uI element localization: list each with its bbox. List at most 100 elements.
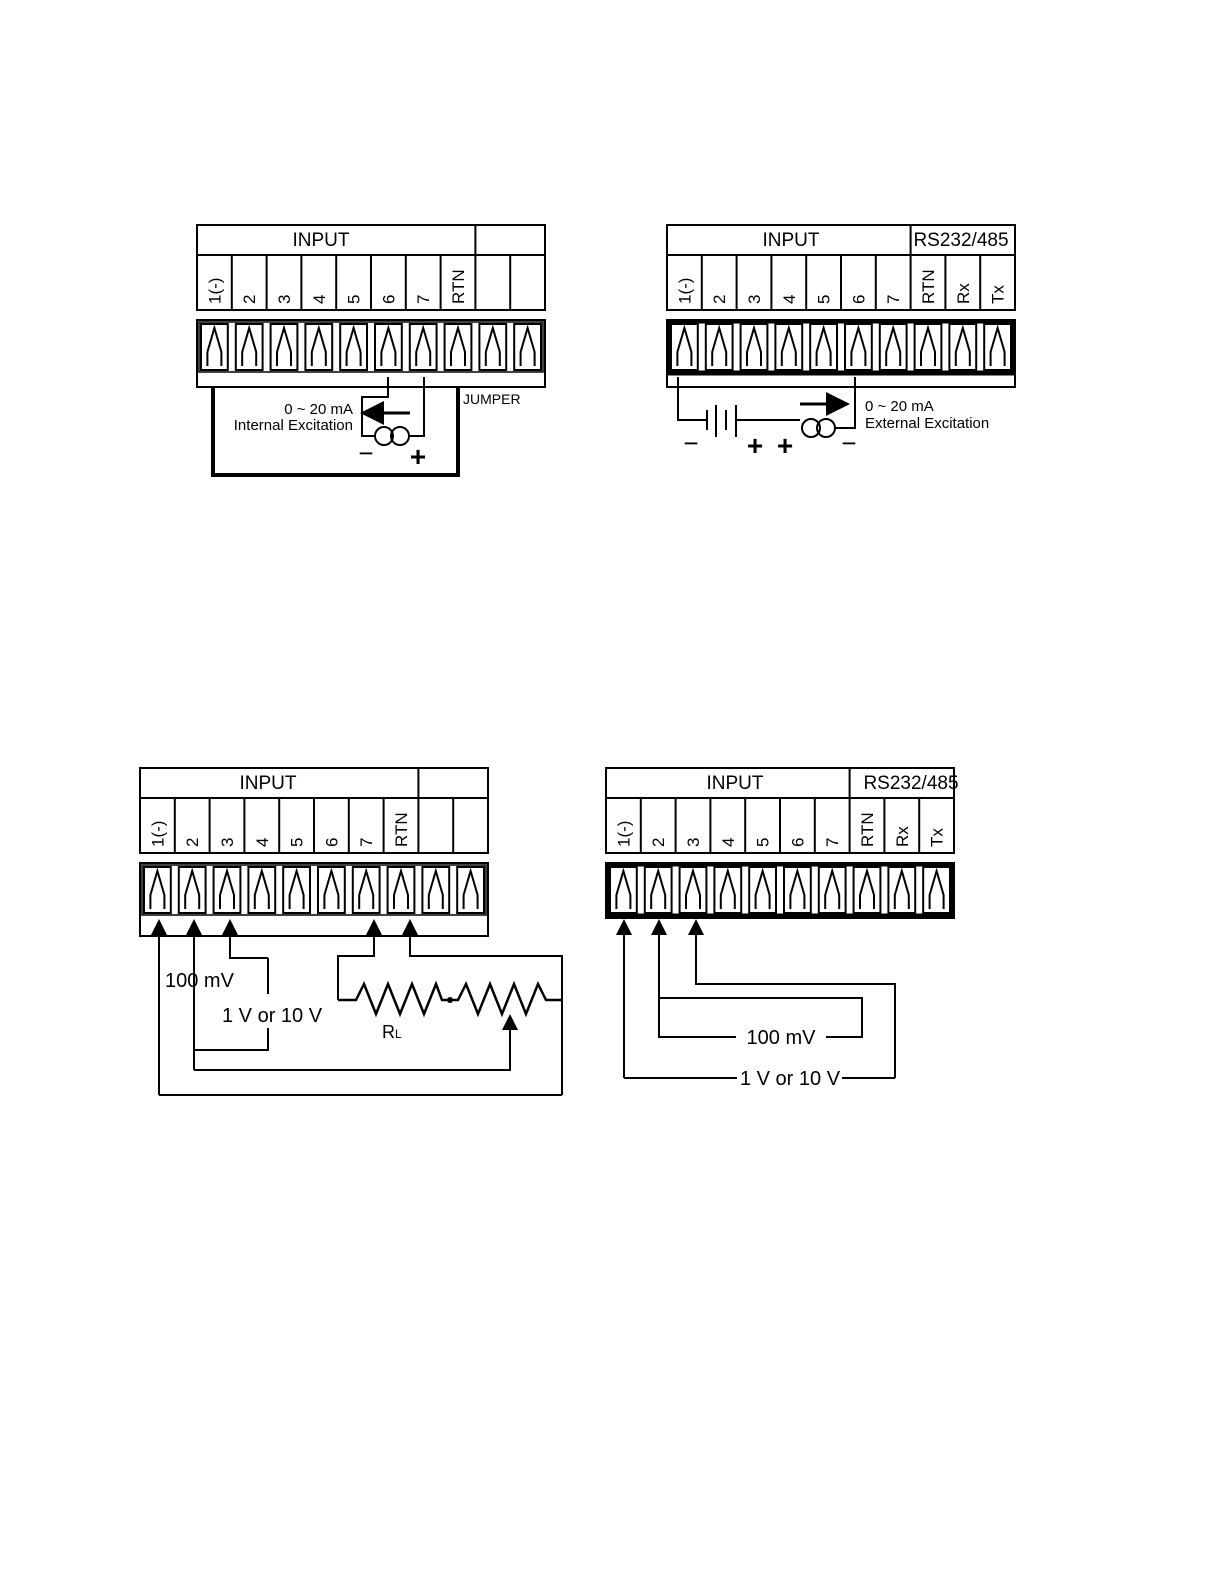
- plus-sign: +: [410, 441, 426, 472]
- wire-terminal-7: [408, 377, 424, 436]
- terminal-label: 6: [849, 295, 868, 304]
- screw-clamp-icon: [860, 871, 874, 909]
- screw-clamp-icon: [464, 871, 478, 909]
- terminal-label: 1(-): [614, 821, 633, 847]
- screw-clamp-icon: [930, 871, 944, 909]
- source-minus-sign: −: [841, 428, 856, 458]
- terminal-label: Tx: [989, 285, 1008, 304]
- screw-clamp-icon: [686, 871, 700, 909]
- terminal-label: 5: [815, 295, 834, 304]
- screw-clamp-icon: [782, 328, 796, 366]
- arrow-terminal-2: [659, 927, 736, 1037]
- terminal-label: RTN: [392, 812, 411, 847]
- screw-clamp-icon: [220, 871, 234, 909]
- terminal-label: 4: [253, 838, 272, 847]
- screw-clamp-icon: [712, 328, 726, 366]
- terminal-label: 5: [754, 838, 773, 847]
- wire-terminal-1: [678, 377, 706, 420]
- terminal-label: 2: [649, 838, 668, 847]
- header-input-label: INPUT: [763, 230, 820, 251]
- screw-clamp-icon: [324, 871, 338, 909]
- screw-clamp-icon: [394, 871, 408, 909]
- screw-clamp-icon: [817, 328, 831, 366]
- terminal-label: Tx: [928, 828, 947, 847]
- terminal-label: 7: [823, 838, 842, 847]
- header-rs232-label: RS232/485: [863, 773, 958, 794]
- arrow-terminal-3: [696, 927, 895, 1078]
- terminal-label: RTN: [858, 812, 877, 847]
- terminal-label: Rx: [954, 283, 973, 304]
- screw-clamp-icon: [677, 328, 691, 366]
- diagram-voltage-direct: 1(-)234567RTNRxTx INPUT RS232/485 100 mV…: [606, 768, 959, 1090]
- screw-clamp-icon: [255, 871, 269, 909]
- screw-clamp-icon: [150, 871, 164, 909]
- terminal-label: 6: [379, 295, 398, 304]
- terminal-label: 4: [780, 295, 799, 304]
- label-1v-or-10v: 1 V or 10 V: [740, 1068, 841, 1090]
- terminal-label: 7: [414, 295, 433, 304]
- screw-clamp-icon: [851, 328, 865, 366]
- terminal-label: 1(-): [205, 278, 224, 304]
- terminal-label: 1(-): [148, 821, 167, 847]
- terminal-label: 2: [710, 295, 729, 304]
- source-plus-sign: +: [777, 430, 793, 461]
- screw-clamp-icon: [416, 328, 430, 366]
- terminal-label: 3: [275, 295, 294, 304]
- resistor-icon: [338, 984, 562, 1014]
- arrow-terminal-3: [230, 927, 268, 958]
- terminal-label: 5: [288, 838, 307, 847]
- battery-icon: [707, 405, 736, 437]
- screw-clamp-icon: [825, 871, 839, 909]
- screw-clamp-icon: [956, 328, 970, 366]
- screw-clamp-icon: [290, 871, 304, 909]
- diagram-external-excitation: 1(-)234567RTNRxTx INPUT RS232/485 0 ~ 20…: [667, 225, 1015, 461]
- excitation-label: External Excitation: [865, 415, 989, 432]
- screw-clamp-icon: [429, 871, 443, 909]
- screw-clamp-icon: [381, 328, 395, 366]
- screw-clamp-icon: [756, 871, 770, 909]
- header-input-label: INPUT: [707, 773, 764, 794]
- excitation-label: Internal Excitation: [234, 417, 353, 434]
- minus-sign: −: [358, 438, 373, 468]
- screw-clamp-icon: [790, 871, 804, 909]
- screw-clamp-icon: [207, 328, 221, 366]
- wiper-arrow: [194, 1022, 510, 1070]
- battery-minus-sign: −: [683, 428, 698, 458]
- terminal-label: 7: [884, 295, 903, 304]
- diagram-voltage-internal: 1(-)234567RTN INPUT 100 mV 1 V or 10 V R…: [140, 768, 562, 1095]
- terminal-label: 2: [240, 295, 259, 304]
- screw-clamp-icon: [451, 328, 465, 366]
- screw-clamp-icon: [747, 328, 761, 366]
- screw-clamp-icon: [359, 871, 373, 909]
- screw-clamp-icon: [651, 871, 665, 909]
- terminal-label: RTN: [449, 269, 468, 304]
- screw-clamp-icon: [277, 328, 291, 366]
- screw-clamp-icon: [921, 328, 935, 366]
- screw-clamp-icon: [312, 328, 326, 366]
- terminal-label: 2: [183, 838, 202, 847]
- terminal-label: 6: [788, 838, 807, 847]
- jumper-label: JUMPER: [463, 391, 521, 407]
- label-100mv: 100 mV: [747, 1027, 817, 1049]
- terminal-label: 3: [218, 838, 237, 847]
- terminal-label: 1(-): [675, 278, 694, 304]
- screw-clamp-icon: [486, 328, 500, 366]
- battery-plus-sign: +: [747, 430, 763, 461]
- terminal-label: Rx: [893, 826, 912, 847]
- screw-clamp-icon: [242, 328, 256, 366]
- current-source-icon: [375, 427, 409, 445]
- screw-clamp-icon: [991, 328, 1005, 366]
- terminal-label: RTN: [919, 269, 938, 304]
- terminal-label: 3: [745, 295, 764, 304]
- header-input-label: INPUT: [293, 230, 350, 251]
- arrow-terminal-7: [338, 927, 374, 1000]
- current-range-label: 0 ~ 20 mA: [284, 401, 353, 418]
- screw-clamp-icon: [886, 328, 900, 366]
- current-range-label: 0 ~ 20 mA: [865, 398, 934, 415]
- screw-clamp-icon: [616, 871, 630, 909]
- terminal-label: 4: [719, 838, 738, 847]
- current-source-icon: [802, 419, 835, 437]
